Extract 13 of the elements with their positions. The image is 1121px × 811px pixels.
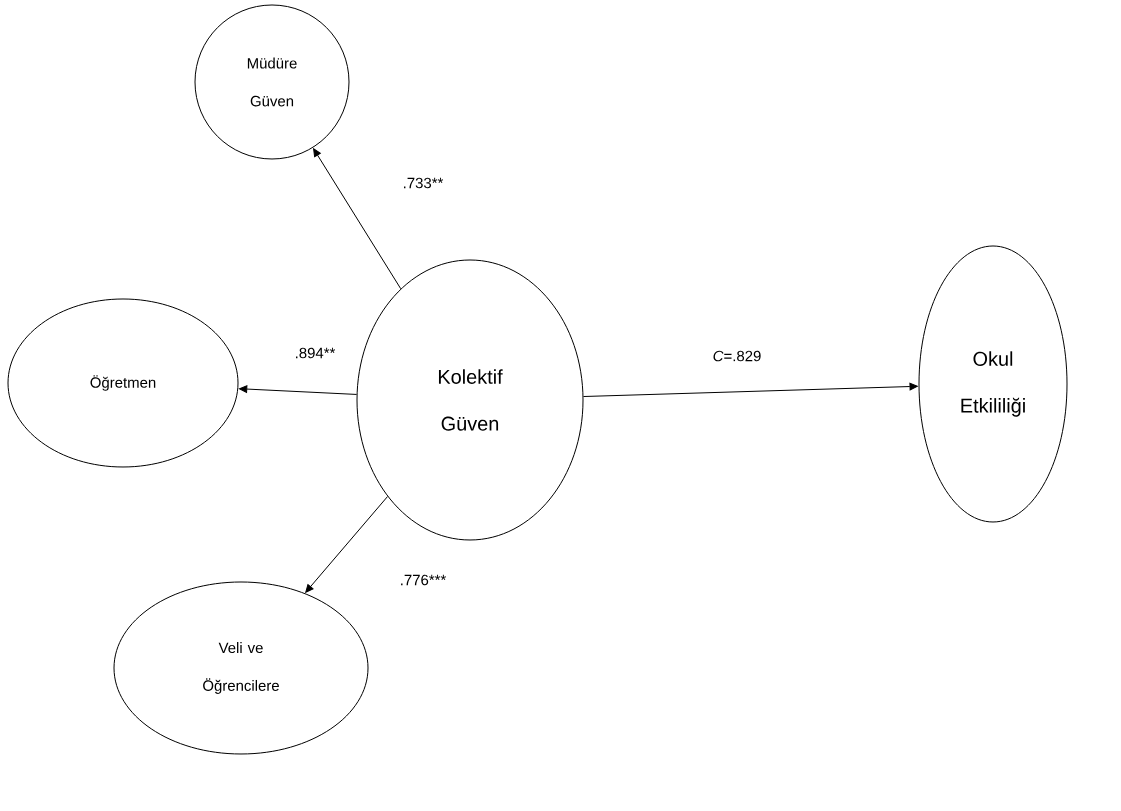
arrow <box>305 496 389 593</box>
arrow <box>582 382 918 397</box>
arrow <box>313 148 402 290</box>
ellipse-node: Müdüre Güven <box>194 4 350 160</box>
arrow <box>239 385 358 395</box>
edge-label: .776*** <box>401 574 447 586</box>
ellipse-node: Veli ve Öğrencilere <box>113 581 369 755</box>
edge-label: .894** <box>296 347 336 359</box>
edge-label: .733** <box>404 177 444 189</box>
ellipse-node: Kolektif Güven <box>356 259 584 541</box>
edge-label: C=.829 <box>713 350 761 362</box>
ellipse-node: Öğretmen <box>7 298 239 468</box>
ellipse-node: Okul Etkililiği <box>918 245 1068 523</box>
